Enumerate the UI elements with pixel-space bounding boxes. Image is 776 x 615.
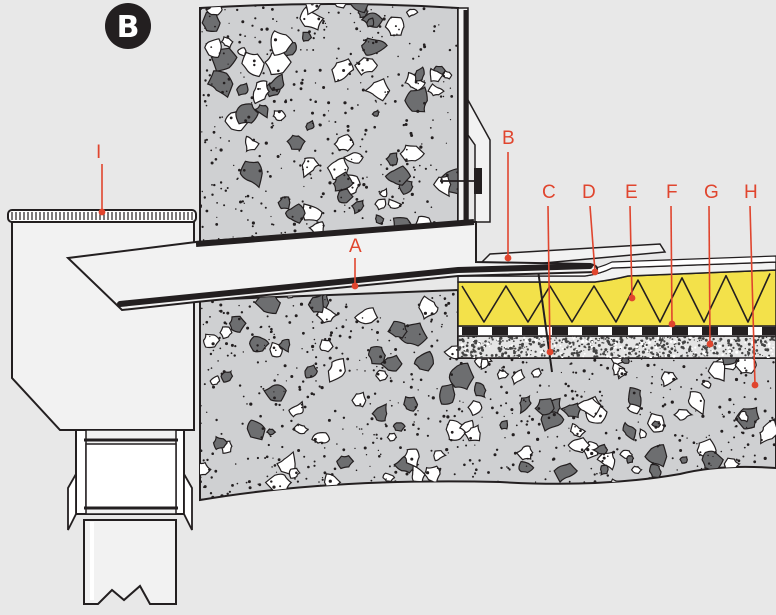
callout-dot-b — [504, 254, 512, 262]
callout-leader-c — [547, 205, 551, 353]
callout-leader-g — [708, 205, 711, 345]
section-badge-label: B — [117, 10, 140, 45]
callout-label-b: B — [502, 128, 515, 149]
callout-label-g: G — [704, 182, 719, 203]
upper-concrete-wall — [199, 3, 459, 244]
callout-dot-i — [98, 208, 106, 216]
separator-strip — [457, 325, 776, 337]
callout-leader-f — [670, 205, 673, 325]
callout-label-d: D — [582, 182, 596, 203]
gravel-layer — [457, 335, 776, 359]
section-badge: B — [105, 3, 151, 49]
callout-label-f: F — [666, 182, 678, 203]
callout-dot-h — [751, 381, 759, 389]
drain-spout — [65, 10, 599, 312]
callout-dot-g — [706, 340, 714, 348]
callout-label-h: H — [744, 182, 758, 203]
callout-label-e: E — [625, 182, 638, 203]
callout-dot-f — [668, 320, 676, 328]
callout-dot-e — [628, 294, 636, 302]
callout-dot-a — [351, 282, 359, 290]
callout-labels: I A B C D E F G H — [96, 128, 758, 257]
callout-leader-e — [629, 205, 633, 299]
callout-label-i: I — [96, 142, 101, 163]
callout-dot-c — [546, 348, 554, 356]
callout-label-c: C — [542, 182, 556, 203]
callout-leaders — [98, 152, 759, 389]
callout-leader-d — [589, 205, 596, 273]
callout-leader-h — [749, 205, 756, 386]
callout-dot-d — [591, 268, 599, 276]
callout-label-a: A — [349, 236, 362, 257]
